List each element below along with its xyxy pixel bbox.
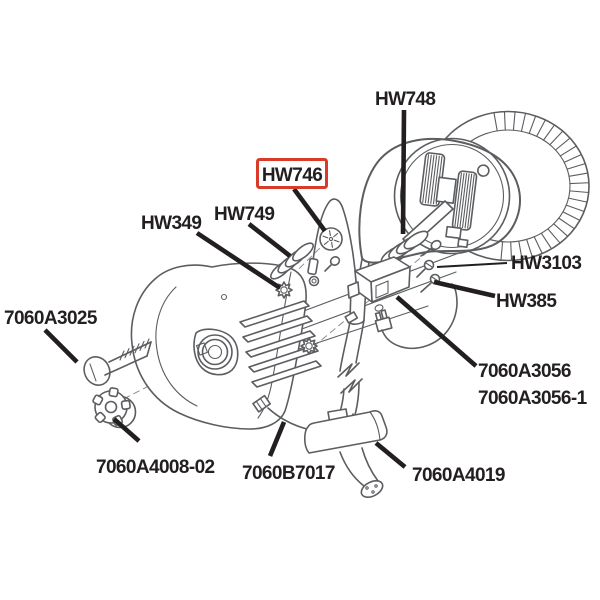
lock-washer-2: [300, 337, 318, 355]
break-symbol: [340, 378, 363, 394]
part-label-hw749[interactable]: HW749: [214, 204, 275, 225]
leader-7060a4008-02: [112, 417, 141, 443]
brush-holder-hatch-right: [454, 172, 475, 229]
leader-hw385: [433, 279, 496, 299]
part-label-hw746[interactable]: HW746: [256, 158, 328, 189]
part-label-7060a4019[interactable]: 7060A4019: [412, 465, 505, 486]
highlight-box: [256, 158, 328, 189]
break-symbol: [337, 362, 360, 378]
leader-hw748: [400, 109, 407, 235]
cable-end-drawing: [339, 447, 384, 499]
leader-7060a3056: [395, 295, 478, 368]
cover-screws: [416, 259, 441, 293]
cable-strap-drawing: [303, 408, 388, 454]
leader-7060b7017: [267, 421, 287, 457]
part-label-7060a4008-02[interactable]: 7060A4008-02: [96, 457, 215, 478]
leader-7060a4019: [374, 441, 407, 469]
small-screw: [324, 256, 341, 272]
leader-hw349: [195, 231, 282, 290]
connector-cover-drawing: [347, 256, 411, 303]
cooling-fins: [239, 300, 322, 388]
part-label-hw3103[interactable]: HW3103: [511, 253, 582, 274]
part-label-hw748[interactable]: HW748: [375, 89, 436, 110]
motor-housing-drawing: [130, 262, 322, 430]
part-label-7060a3025[interactable]: 7060A3025: [4, 308, 98, 329]
leader-lines: [43, 109, 508, 469]
leader-hw3103: [436, 262, 508, 268]
brush-card: [419, 152, 490, 248]
can-ribs: [493, 111, 590, 261]
slotted-washer-hw746-target: [319, 227, 343, 251]
part-label-7060b7017[interactable]: 7060B7017: [242, 463, 335, 484]
leader-hw749: [247, 222, 292, 258]
bolt-drawing: [83, 338, 152, 386]
sensor-wire-drawing: [344, 283, 458, 350]
spring-hw749-drawing: [270, 242, 314, 280]
part-label-hw385[interactable]: HW385: [496, 291, 558, 312]
leader-7060a3025: [43, 328, 79, 364]
motor-end-cap-drawing: [380, 110, 590, 265]
svg-text:HW746: HW746: [262, 165, 322, 186]
part-label-7060a3056-1[interactable]: 7060A3056-1: [478, 388, 588, 409]
bolt-threads: [119, 338, 150, 361]
part-label-hw349[interactable]: HW349: [141, 213, 202, 234]
washer-slots: [322, 230, 340, 248]
part-label-7060a3056[interactable]: 7060A3056: [478, 361, 571, 382]
cable-loop-drawing: [358, 138, 521, 264]
ground-wire-drawing: [307, 198, 358, 292]
leader-hw746: [292, 187, 327, 233]
